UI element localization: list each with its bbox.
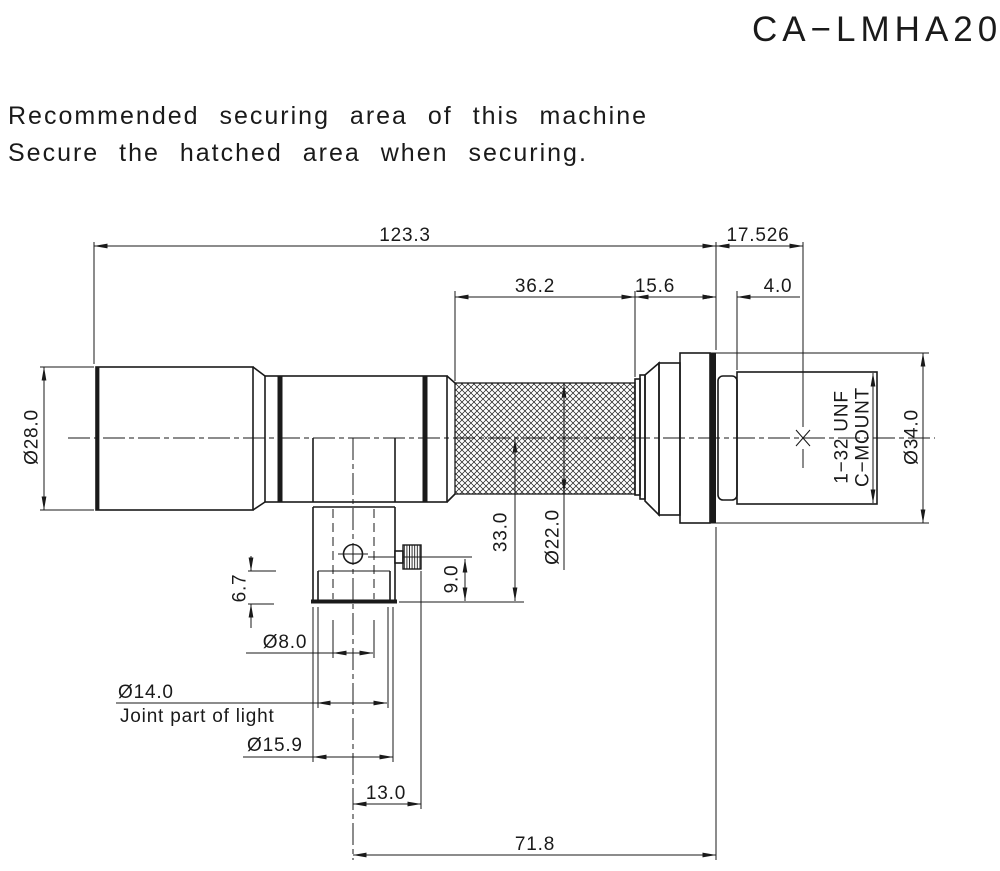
dim-pilot-length: 4.0 (700, 276, 800, 300)
dim-value: 6.7 (230, 574, 251, 603)
lens-body (95, 352, 878, 524)
mount-flange (710, 353, 716, 523)
dim-flange-focal-distance: 17.526 (715, 225, 804, 249)
securing-hatched-area (454, 382, 636, 495)
extension-lines (40, 242, 929, 860)
dim-value: 15.6 (635, 276, 675, 297)
dim-value: 36.2 (515, 276, 555, 297)
light-joint-post (311, 438, 397, 604)
screw-shaft (394, 550, 404, 564)
thread-spec-label: 1−32 UNF (832, 390, 853, 484)
dim-value: 17.526 (727, 225, 790, 246)
dim-axis-to-flange: 71.8 (352, 834, 717, 858)
dim-overall-length: 123.3 (93, 225, 717, 249)
page-title: CA−LMHA20 (752, 10, 1000, 49)
dim-value: 13.0 (366, 783, 406, 804)
dim-value: 33.0 (491, 512, 512, 552)
dim-cmount-thread: 1−32 UNF C−MOUNT (832, 372, 876, 504)
taper-cone (644, 361, 660, 517)
cmount-thread-cylinder (736, 371, 878, 505)
image-plane-mark (795, 242, 811, 468)
dim-mount-ring-diameter: Ø34.0 (902, 352, 926, 524)
thread-mount-label: C−MOUNT (853, 387, 874, 487)
chamfer-bottom (252, 501, 266, 511)
dim-barrel-diameter: Ø28.0 (22, 366, 47, 511)
post-bottom-face (311, 599, 397, 604)
dim-value: Ø15.9 (247, 735, 303, 756)
note-line-1: Recommended securing area of this machin… (8, 102, 648, 130)
chamfer-to-hatch-bottom (446, 493, 456, 503)
dim-value: Ø8.0 (263, 632, 307, 653)
dim-rear-section-length: 15.6 (634, 276, 717, 300)
joint-caption: Joint part of light (120, 706, 275, 727)
dim-socket-depth: 6.7 (230, 556, 254, 628)
center-lines (68, 437, 935, 860)
dim-hole-diameter: Ø8.0 (246, 632, 374, 656)
mid-barrel (264, 375, 448, 503)
dim-axis-to-screw-end: 13.0 (352, 783, 422, 807)
dim-joint-diameter: Ø14.0 Joint part of light (116, 682, 388, 727)
dim-axis-to-post-bottom: 33.0 (491, 438, 518, 602)
dim-value: Ø28.0 (22, 409, 43, 465)
neck-cylinder (658, 362, 681, 516)
thumbscrew (368, 544, 472, 570)
dim-post-diameter: Ø15.9 (243, 735, 394, 760)
dim-value: Ø14.0 (118, 682, 174, 703)
dim-value: 71.8 (515, 834, 555, 855)
dim-securing-area-width: 36.2 (454, 276, 636, 300)
knurled-knob (402, 544, 422, 570)
dim-securing-diameter: Ø22.0 (543, 383, 567, 570)
dim-value: 123.3 (379, 225, 431, 246)
dim-screw-axis-to-post-bottom: 9.0 (442, 558, 468, 602)
x-mark-stroke-2 (795, 429, 811, 447)
focus-ring-band-left (277, 376, 283, 502)
chamfer-top (252, 366, 266, 377)
focus-ring-band-right (422, 376, 428, 502)
dim-value: Ø22.0 (543, 509, 564, 565)
dim-value: 9.0 (442, 565, 463, 594)
rear-barrel (95, 366, 254, 511)
note-line-2: Secure the hatched area when securing. (8, 139, 588, 167)
dim-value: 4.0 (764, 276, 793, 297)
chamfer-to-hatch-top (446, 375, 456, 384)
dim-value: Ø34.0 (902, 409, 923, 465)
